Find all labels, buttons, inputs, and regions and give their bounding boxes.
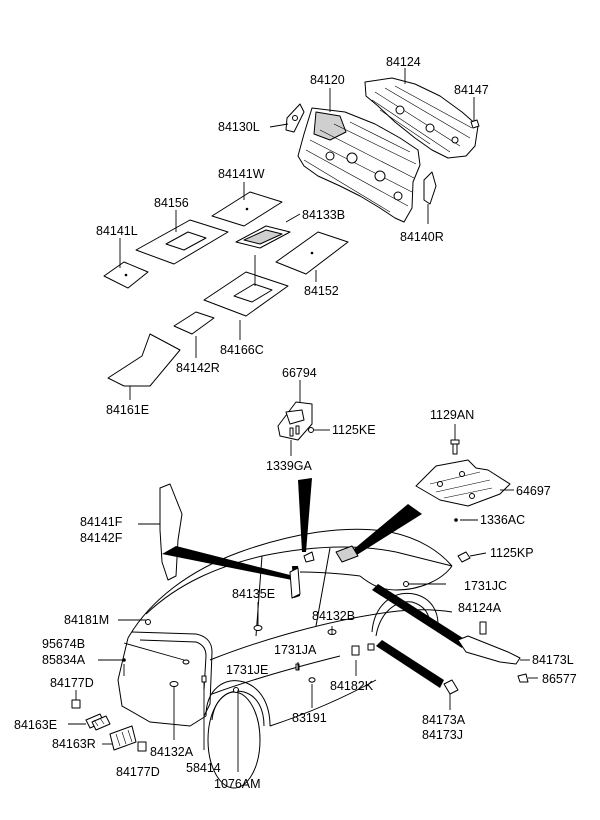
pad-84130L <box>285 103 305 133</box>
upper-leader-lines <box>119 68 475 400</box>
label-84173A: 84173A <box>422 713 466 727</box>
dash-insulator-main-84120 <box>297 107 421 223</box>
label-84132B: 84132B <box>312 609 355 623</box>
floor-pad-84161E <box>107 333 181 387</box>
label-84130L: 84130L <box>218 120 260 134</box>
label-1339GA: 1339GA <box>266 459 313 473</box>
under-cover-64697 <box>415 459 514 507</box>
pad-84140R <box>423 171 437 205</box>
label-84142F: 84142F <box>80 531 123 545</box>
label-85834A: 85834A <box>42 653 86 667</box>
part-labels: 84124 84120 84147 84130L 84141W 84156 84… <box>14 55 577 791</box>
label-84156: 84156 <box>154 196 189 210</box>
label-1731JA: 1731JA <box>274 643 317 657</box>
label-84133B: 84133B <box>302 208 345 222</box>
label-84181M: 84181M <box>64 613 109 627</box>
bolt-1129AN <box>450 424 460 455</box>
label-84120: 84120 <box>310 73 345 87</box>
label-83191: 83191 <box>292 711 327 725</box>
clip-1336AC <box>454 518 478 522</box>
label-84135E: 84135E <box>232 587 275 601</box>
label-84177D-top: 84177D <box>50 676 94 690</box>
pad-84177D-top <box>71 690 81 709</box>
label-1731JE: 1731JE <box>226 663 268 677</box>
clip-86577 <box>517 673 538 683</box>
floor-pad-84141L <box>103 261 149 289</box>
label-84182K: 84182K <box>330 679 374 693</box>
label-64697: 64697 <box>516 484 551 498</box>
label-84173J: 84173J <box>422 728 463 742</box>
label-84124A: 84124A <box>458 601 502 615</box>
bolt-1125KE <box>308 427 330 433</box>
label-84124: 84124 <box>386 55 421 69</box>
label-86577: 86577 <box>542 672 577 686</box>
label-84142R: 84142R <box>176 361 220 375</box>
label-84141W: 84141W <box>218 167 265 181</box>
car-body <box>117 528 453 789</box>
floor-pad-84152 <box>275 231 349 275</box>
bracket-66794 <box>277 380 313 441</box>
label-84163E: 84163E <box>14 718 57 732</box>
clip-84147 <box>470 119 480 129</box>
label-84166C: 84166C <box>220 343 264 357</box>
label-66794: 66794 <box>282 366 317 380</box>
tray-84133B <box>235 225 291 249</box>
wheelhouse-pad-84173L <box>457 621 530 665</box>
label-84177D-bottom: 84177D <box>116 765 160 779</box>
plug-84173A <box>443 679 459 710</box>
dash-insulator-outer-84124 <box>364 77 479 159</box>
label-1076AM: 1076AM <box>214 777 261 791</box>
label-1336AC: 1336AC <box>480 513 525 527</box>
floor-pad-84166C <box>203 271 289 317</box>
label-84141L: 84141L <box>96 224 138 238</box>
label-84173L: 84173L <box>532 653 574 667</box>
label-58414: 58414 <box>186 761 221 775</box>
label-95674B: 95674B <box>42 637 85 651</box>
label-84161E: 84161E <box>106 403 149 417</box>
car-parts <box>122 545 409 693</box>
label-84163R: 84163R <box>52 737 96 751</box>
label-84132A: 84132A <box>150 745 194 759</box>
floor-pad-84142R <box>173 311 215 335</box>
label-1125KE: 1125KE <box>332 423 376 437</box>
floor-pad-84141W <box>211 191 283 227</box>
floor-pad-84156 <box>135 219 229 265</box>
label-1125KP: 1125KP <box>490 546 534 560</box>
label-84152: 84152 <box>304 284 339 298</box>
pillar-pad-84141F <box>138 483 183 581</box>
lower-leader-lines <box>98 583 446 772</box>
label-84141F: 84141F <box>80 515 123 529</box>
strip-84163E <box>68 713 111 731</box>
bolt-1125KP <box>457 551 487 563</box>
label-84147: 84147 <box>454 83 489 97</box>
label-84140R: 84140R <box>400 230 444 244</box>
label-1731JC: 1731JC <box>464 579 507 593</box>
pad-84177D-bottom <box>137 741 147 752</box>
label-1129AN: 1129AN <box>430 408 474 422</box>
strip-84163R <box>102 725 137 751</box>
